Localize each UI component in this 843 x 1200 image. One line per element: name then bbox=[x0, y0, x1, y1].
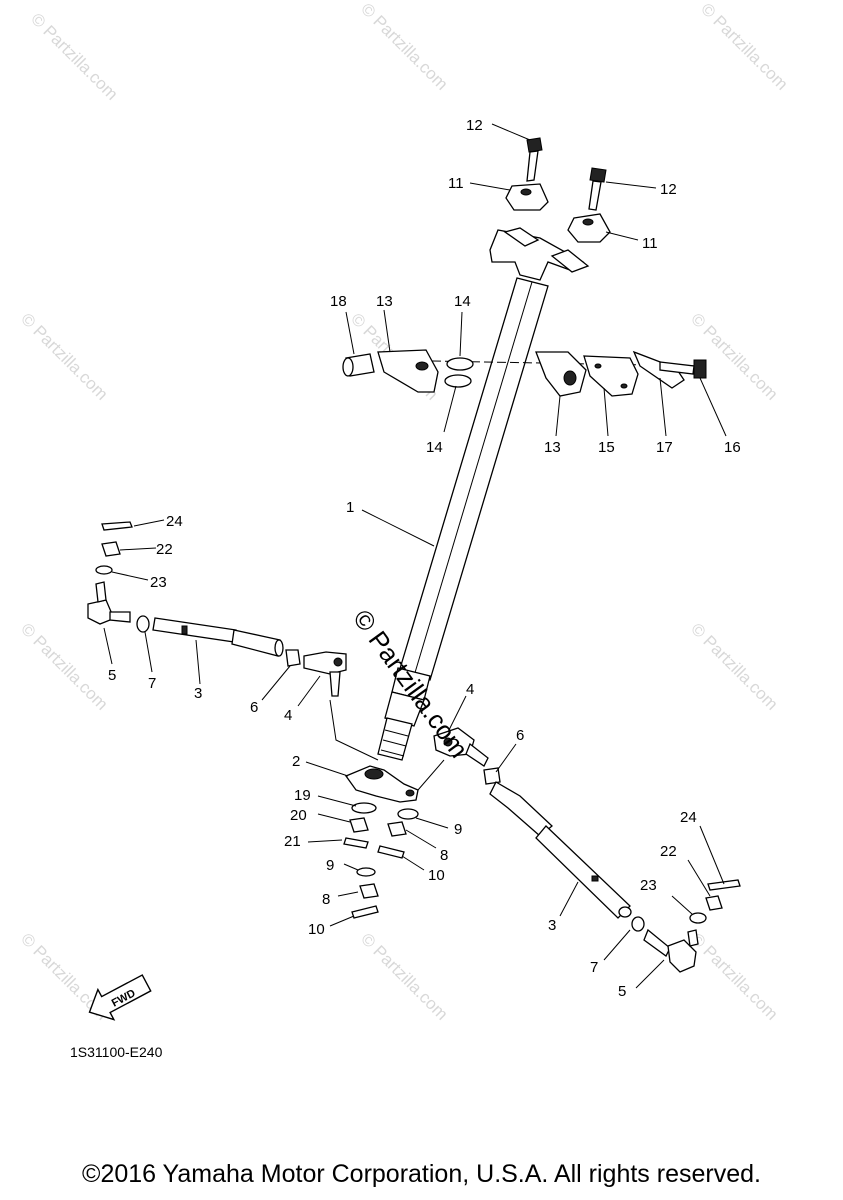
callout-label: 7 bbox=[590, 959, 598, 976]
callout-label: 4 bbox=[284, 707, 292, 724]
callout-label: 13 bbox=[376, 293, 393, 310]
watermark: © Partzilla.com bbox=[687, 929, 781, 1023]
callout-label: 20 bbox=[290, 807, 307, 824]
callout-label: 9 bbox=[326, 857, 334, 874]
watermark-layer: © Partzilla.com © Partzilla.com © Partzi… bbox=[17, 0, 791, 1024]
pitman-arm bbox=[344, 765, 419, 803]
watermark-center: © Partzilla.com bbox=[347, 604, 474, 763]
callout-label: 14 bbox=[426, 439, 443, 456]
watermark: © Partzilla.com bbox=[17, 309, 111, 403]
watermark: © Partzilla.com bbox=[697, 0, 791, 94]
callout-label: 6 bbox=[250, 699, 258, 716]
callout-label: 8 bbox=[440, 847, 448, 864]
callout-label: 23 bbox=[640, 877, 657, 894]
tie-rod-right bbox=[433, 727, 741, 973]
diagram-code: 1S31100-E240 bbox=[70, 1044, 163, 1060]
watermark: © Partzilla.com bbox=[687, 309, 781, 403]
callout-label: 5 bbox=[618, 983, 626, 1000]
callout-label: 15 bbox=[598, 439, 615, 456]
watermark: © Partzilla.com bbox=[357, 929, 451, 1023]
callout-label: 7 bbox=[148, 675, 156, 692]
callout-label: 12 bbox=[466, 117, 483, 134]
callout-label: 22 bbox=[156, 541, 173, 558]
callout-label: 4 bbox=[466, 681, 474, 698]
watermark: © Partzilla.com bbox=[687, 619, 781, 713]
callout-label: 9 bbox=[454, 821, 462, 838]
callout-label: 24 bbox=[680, 809, 697, 826]
callout-label: 19 bbox=[294, 787, 311, 804]
handlebar-clamp-left bbox=[505, 183, 549, 211]
callout-label: 10 bbox=[428, 867, 445, 884]
clamp-bolt-left bbox=[526, 137, 543, 182]
pitman-leader bbox=[329, 699, 445, 791]
callout-label: 2 bbox=[292, 753, 300, 770]
callout-label: 11 bbox=[448, 175, 464, 192]
callout-label: 21 bbox=[284, 833, 301, 850]
handlebar-clamp-right bbox=[567, 213, 611, 243]
callout-label: 23 bbox=[150, 574, 167, 591]
watermark: © Partzilla.com bbox=[27, 9, 121, 103]
callout-label: 13 bbox=[544, 439, 561, 456]
watermark: © Partzilla.com bbox=[17, 619, 111, 713]
leader-lines bbox=[103, 123, 727, 989]
callout-label: 12 bbox=[660, 181, 677, 198]
callout-label: 11 bbox=[642, 235, 658, 252]
tie-rod-left bbox=[87, 521, 347, 697]
lower-hardware bbox=[343, 802, 419, 919]
callout-label: 16 bbox=[724, 439, 741, 456]
callout-label: 22 bbox=[660, 843, 677, 860]
callout-label: 3 bbox=[548, 917, 556, 934]
callout-label: 6 bbox=[516, 727, 524, 744]
callout-label: 1 bbox=[346, 499, 354, 516]
callout-label: 18 bbox=[330, 293, 347, 310]
callout-label: 14 bbox=[454, 293, 471, 310]
watermark: © Partzilla.com bbox=[357, 0, 451, 94]
copyright-notice: ©2016 Yamaha Motor Corporation, U.S.A. A… bbox=[82, 1160, 761, 1188]
callout-label: 3 bbox=[194, 685, 202, 702]
callout-labels: 1 2 3 3 4 4 5 5 6 6 7 7 8 8 9 9 10 10 11… bbox=[108, 117, 741, 1000]
callout-label: 8 bbox=[322, 891, 330, 908]
callout-label: 5 bbox=[108, 667, 116, 684]
steering-column bbox=[377, 227, 590, 761]
callout-label: 10 bbox=[308, 921, 325, 938]
callout-label: 24 bbox=[166, 513, 183, 530]
column-bushing-group bbox=[342, 349, 707, 397]
callout-label: 17 bbox=[656, 439, 673, 456]
clamp-bolt-right bbox=[588, 167, 607, 211]
